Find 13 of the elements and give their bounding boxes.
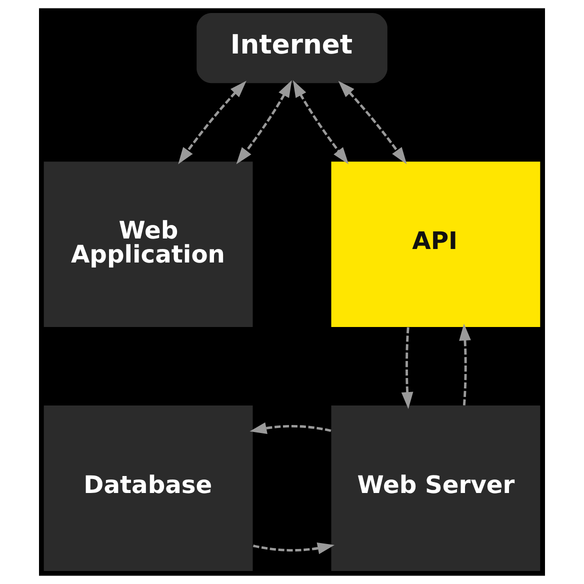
arrow	[338, 80, 407, 164]
node-box: Web Server	[331, 406, 540, 571]
arrow	[178, 80, 246, 164]
arrow	[459, 324, 471, 406]
arrow	[292, 80, 349, 164]
arrow	[401, 327, 414, 409]
node-box: Database	[44, 406, 253, 571]
arrow	[253, 542, 335, 554]
arrow	[236, 80, 292, 164]
node-box: Web Application	[44, 162, 253, 328]
node-box: API	[331, 162, 540, 328]
arrow	[250, 422, 332, 434]
node-box: Internet	[196, 13, 388, 84]
